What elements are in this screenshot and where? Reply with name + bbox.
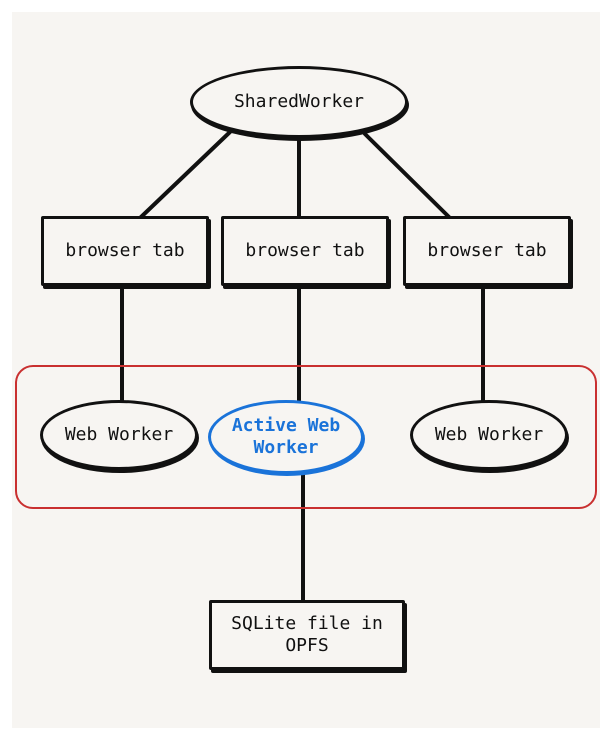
- active-web-worker-label: Active Web Worker: [231, 415, 341, 458]
- worker-group-frame: [15, 365, 597, 509]
- edge-sharedworker-tab-1: [138, 130, 232, 220]
- sqlite-opfs-node: SQLite file in OPFS: [209, 600, 405, 670]
- web-worker-node-3: Web Worker: [410, 400, 568, 470]
- browser-tab-label: browser tab: [245, 240, 365, 261]
- browser-tab-node-2: browser tab: [221, 216, 389, 286]
- browser-tab-label: browser tab: [65, 240, 185, 261]
- web-worker-label: Web Worker: [64, 424, 174, 445]
- sharedworker-label: SharedWorker: [233, 91, 365, 112]
- browser-tab-node-1: browser tab: [41, 216, 209, 286]
- browser-tab-node-3: browser tab: [403, 216, 571, 286]
- sharedworker-node: SharedWorker: [190, 66, 408, 138]
- sqlite-opfs-label: SQLite file in OPFS: [231, 613, 383, 656]
- web-worker-label: Web Worker: [434, 424, 544, 445]
- web-worker-node-1: Web Worker: [40, 400, 198, 470]
- edge-sharedworker-tab-3: [363, 132, 452, 220]
- browser-tab-label: browser tab: [427, 240, 547, 261]
- active-web-worker-node: Active Web Worker: [208, 400, 364, 474]
